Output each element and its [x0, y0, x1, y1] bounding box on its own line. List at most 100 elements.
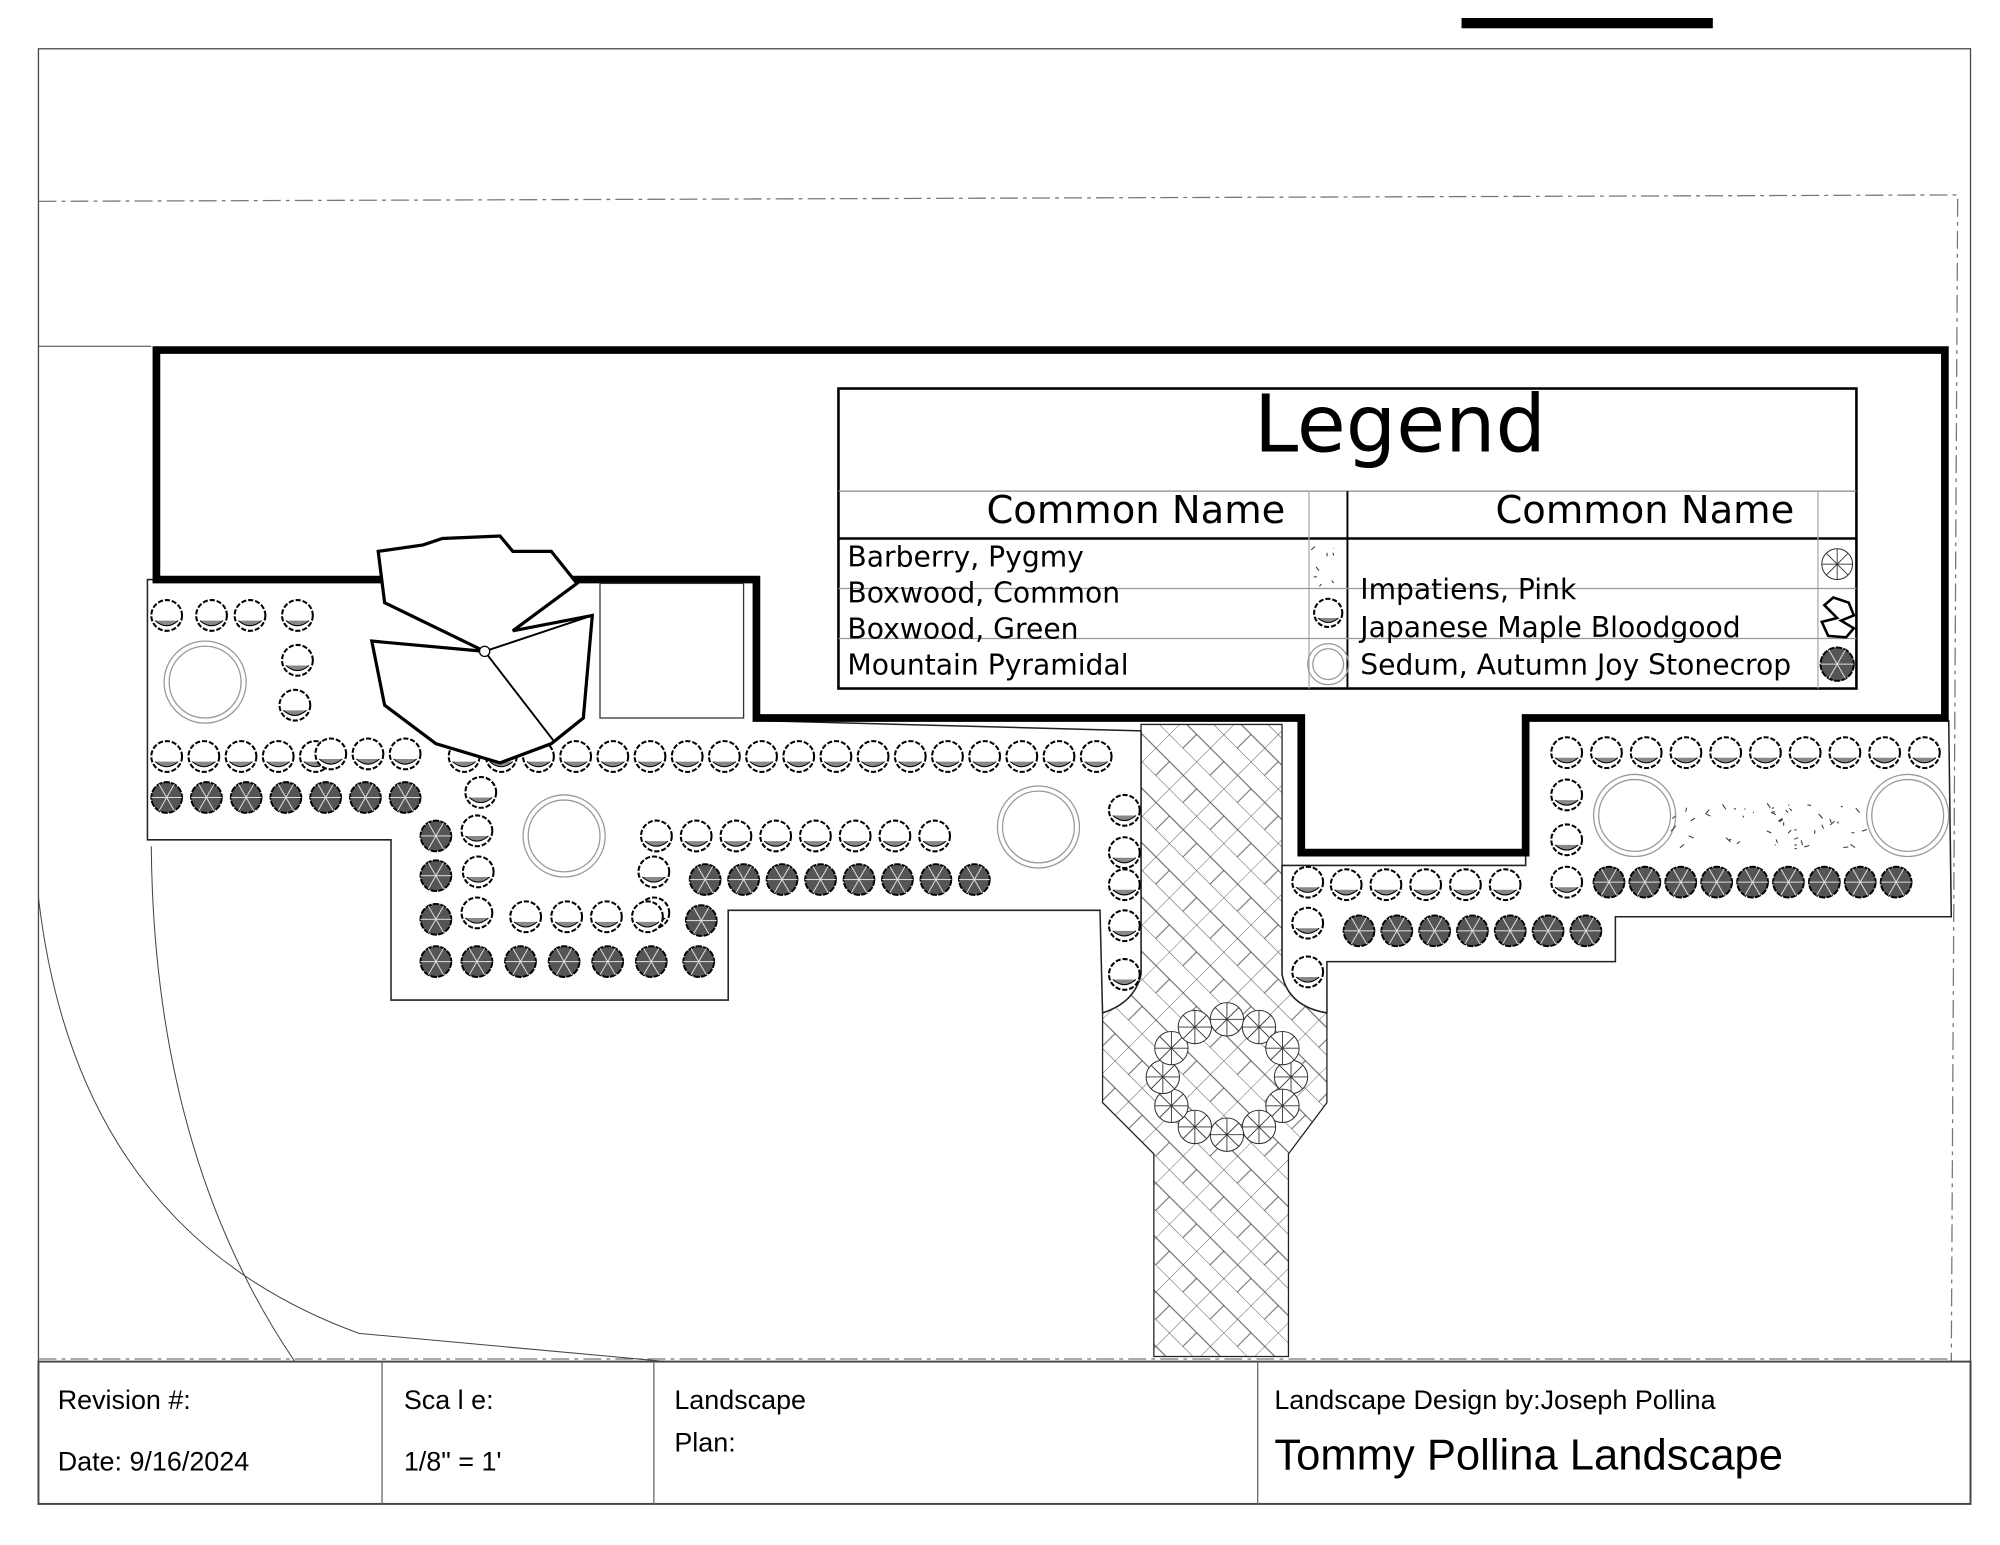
- boxwood-symbol: [1710, 737, 1741, 768]
- designer-credit: Landscape Design by:Joseph Pollina: [1274, 1385, 1715, 1415]
- boxwood-symbol: [783, 741, 814, 772]
- sedum-symbol: [350, 782, 381, 813]
- sedum-symbol: [1845, 867, 1876, 898]
- boxwood-symbol: [1551, 737, 1582, 768]
- revision-label: Revision #:: [58, 1385, 191, 1415]
- boxwood-symbol: [681, 821, 712, 852]
- company-name: Tommy Pollina Landscape: [1274, 1431, 1783, 1479]
- sedum-symbol: [959, 864, 990, 895]
- scale-label: Sca l e:: [404, 1385, 494, 1415]
- boxwood-symbol: [641, 821, 672, 852]
- sedum-symbol: [1821, 648, 1854, 681]
- sedum-symbol: [1629, 867, 1660, 898]
- sedum-symbol: [683, 946, 714, 977]
- boxwood-symbol: [151, 741, 182, 772]
- sedum-symbol: [231, 782, 262, 813]
- boxwood-symbol: [465, 777, 496, 808]
- legend-title: Legend: [1254, 377, 1546, 470]
- impatiens-symbol: [1242, 1110, 1275, 1143]
- boxwood-symbol: [1081, 741, 1112, 772]
- boxwood-symbol: [672, 741, 703, 772]
- legend-header-right: Common Name: [1495, 488, 1794, 533]
- boxwood-symbol: [721, 821, 752, 852]
- boxwood-symbol: [638, 856, 669, 887]
- date-label: Date: 9/16/2024: [58, 1447, 250, 1477]
- sedum-symbol: [1701, 867, 1732, 898]
- legend-item: Sedum, Autumn Joy Stonecrop: [1360, 648, 1791, 681]
- boxwood-symbol: [840, 821, 871, 852]
- sedum-symbol: [636, 946, 667, 977]
- boxwood-symbol: [597, 741, 628, 772]
- boxwood-symbol: [235, 600, 266, 631]
- boxwood-symbol: [1044, 741, 1075, 772]
- sedum-symbol: [767, 864, 798, 895]
- legend-item: Japanese Maple Bloodgood: [1358, 611, 1740, 644]
- plan-label-line1: Landscape: [674, 1385, 806, 1415]
- legend-table: Legend Common Name Common Name Barberry,…: [838, 377, 1856, 688]
- boxwood-symbol: [591, 901, 622, 932]
- boxwood-symbol: [551, 901, 582, 932]
- boxwood-symbol: [1790, 737, 1821, 768]
- boxwood-symbol: [196, 600, 227, 631]
- boxwood-symbol: [1410, 869, 1441, 900]
- boxwood-symbol: [1591, 737, 1622, 768]
- boxwood-symbol: [1314, 599, 1342, 627]
- sedum-symbol: [1344, 915, 1375, 946]
- boxwood-symbol: [315, 739, 346, 770]
- boxwood-symbol: [821, 741, 852, 772]
- boxwood-symbol: [1109, 910, 1140, 941]
- boxwood-symbol: [1490, 869, 1521, 900]
- sedum-symbol: [1495, 915, 1526, 946]
- legend-item: Impatiens, Pink: [1360, 573, 1577, 606]
- scale-bar: [1462, 18, 1713, 28]
- sedum-symbol: [1381, 915, 1412, 946]
- legend-item: Barberry, Pygmy: [847, 541, 1083, 574]
- boxwood-symbol: [151, 600, 182, 631]
- boxwood-symbol: [1450, 869, 1481, 900]
- sedum-symbol: [310, 782, 341, 813]
- boxwood-symbol: [709, 741, 740, 772]
- sedum-symbol: [686, 905, 717, 936]
- boxwood-symbol: [1551, 824, 1582, 855]
- sedum-symbol: [1594, 867, 1625, 898]
- boxwood-symbol: [1109, 795, 1140, 826]
- sedum-symbol: [421, 946, 452, 977]
- boxwood-symbol: [226, 741, 257, 772]
- boxwood-symbol: [1671, 737, 1702, 768]
- boxwood-symbol: [932, 741, 963, 772]
- boxwood-symbol: [1869, 737, 1900, 768]
- boxwood-symbol: [1551, 867, 1582, 898]
- porch: [600, 583, 744, 718]
- boxwood-symbol: [800, 821, 831, 852]
- sedum-symbol: [844, 864, 875, 895]
- sedum-symbol: [549, 946, 580, 977]
- boxwood-symbol: [1292, 908, 1323, 939]
- impatiens-symbol: [1822, 549, 1853, 580]
- boxwood-symbol: [1292, 867, 1323, 898]
- legend-item: Mountain Pyramidal: [847, 648, 1128, 681]
- legend-item: Boxwood, Common: [847, 577, 1120, 610]
- impatiens-symbol: [1155, 1089, 1188, 1122]
- sedum-symbol: [191, 782, 222, 813]
- impatiens-symbol: [1210, 1003, 1243, 1036]
- impatiens-symbol: [1178, 1010, 1211, 1043]
- sedum-symbol: [805, 864, 836, 895]
- boxwood-symbol: [1551, 780, 1582, 811]
- sedum-symbol: [1809, 867, 1840, 898]
- sedum-symbol: [151, 782, 182, 813]
- boxwood-symbol: [969, 741, 1000, 772]
- boxwood-symbol: [560, 741, 591, 772]
- impatiens-symbol: [1210, 1118, 1243, 1151]
- sedum-symbol: [1419, 915, 1450, 946]
- boxwood-symbol: [1006, 741, 1037, 772]
- sedum-symbol: [1533, 915, 1564, 946]
- sedum-symbol: [421, 821, 452, 852]
- boxwood-symbol: [760, 821, 791, 852]
- boxwood-symbol: [746, 741, 777, 772]
- boxwood-symbol: [879, 821, 910, 852]
- legend-header-left: Common Name: [986, 488, 1285, 533]
- boxwood-symbol: [632, 901, 663, 932]
- boxwood-symbol: [510, 901, 541, 932]
- boxwood-symbol: [1109, 837, 1140, 868]
